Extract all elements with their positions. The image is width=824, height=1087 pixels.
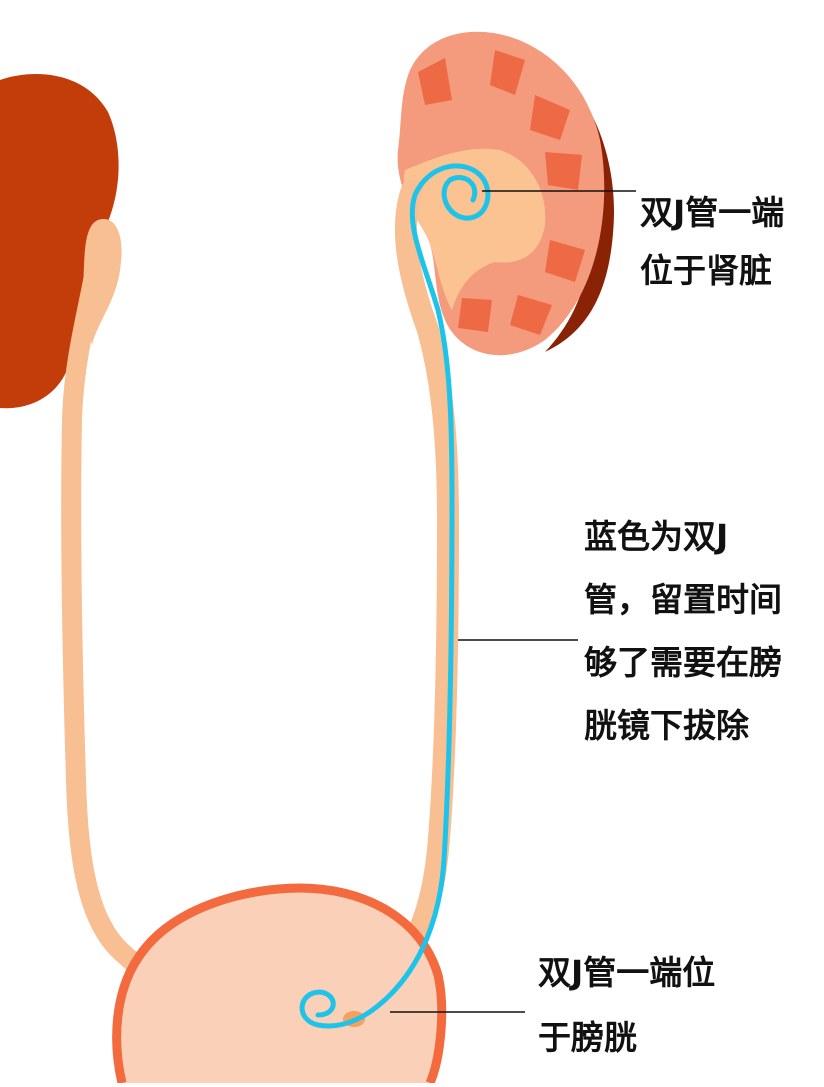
pyramid — [490, 50, 525, 95]
annotation-line: 胱镜下拔除 — [584, 706, 749, 745]
pyramid — [418, 58, 452, 105]
annotation-line: 双J管一端 — [640, 193, 785, 232]
pyramid — [510, 295, 552, 335]
pyramid — [545, 152, 582, 190]
annotation-bladder-end: 双J管一端位 于膀胱 — [538, 956, 715, 1054]
annotation-line: 双J管一端位 — [538, 953, 716, 992]
pyramid — [458, 298, 492, 332]
annotation-line: 够了需要在膀 — [584, 643, 782, 682]
right-ureter — [344, 179, 460, 1029]
annotation-line: 管，留置时间 — [584, 580, 782, 619]
pyramid — [545, 240, 585, 282]
right-kidney-sinus — [403, 148, 546, 310]
kidney-pyramids — [418, 50, 585, 335]
annotation-line: 于膀胱 — [538, 1018, 637, 1057]
left-kidney — [0, 74, 119, 409]
double-j-stent — [299, 163, 491, 1029]
bladder — [112, 883, 447, 1085]
annotation-kidney-end: 双J管一端 位于肾脏 — [640, 196, 784, 287]
annotation-line: 蓝色为双J — [584, 517, 729, 556]
annotation-line: 位于肾脏 — [640, 251, 772, 290]
annotation-stent-description: 蓝色为双J 管，留置时间 够了需要在膀 胱镜下拔除 — [584, 520, 782, 742]
pyramid — [530, 95, 570, 140]
left-ureter — [61, 230, 210, 1028]
